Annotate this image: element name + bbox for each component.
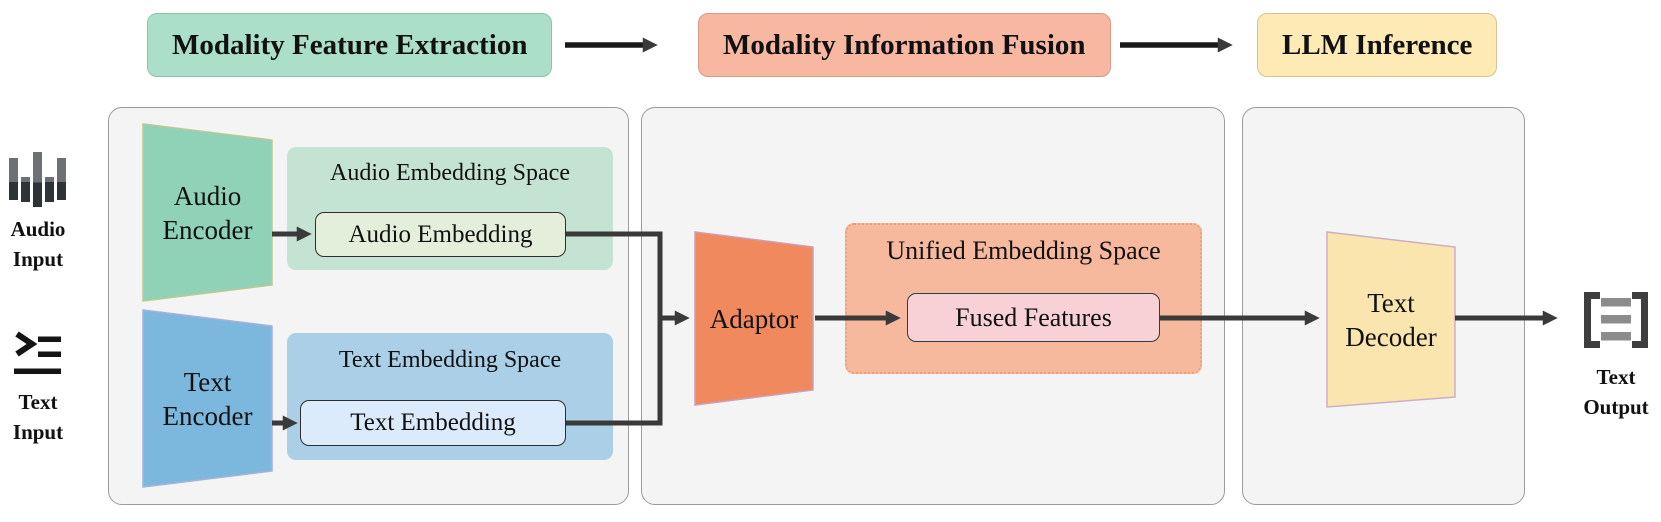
audio-encoder-label: Audio Encoder [143,124,272,301]
text-embedding-box: Text Embedding [300,400,566,446]
text-output-line2: Output [1583,395,1649,419]
adaptor-shape [694,231,814,406]
audio-embedding-box: Audio Embedding [315,212,566,257]
text-output-line1: Text [1596,365,1636,389]
text-encoder-label: Text Encoder [143,310,272,487]
text-decoder-label: Text Decoder [1327,232,1455,407]
audio-input-line2: Input [12,247,64,271]
audio-encoder-line2: Encoder [162,214,253,245]
text-list-icon [14,331,61,374]
adaptor-text: Adaptor [709,303,799,334]
adaptor-label: Adaptor [695,232,813,405]
audio-encoder-shape [142,123,273,302]
text-embedding-space-title: Text Embedding Space [338,347,562,373]
audio-encoder-line1: Audio [173,180,242,211]
audio-waveform-icon [3,150,72,208]
stage-header-feature-extraction: Modality Feature Extraction [147,13,553,77]
text-decoder-line2: Decoder [1345,321,1437,352]
waveform-bar [9,158,18,200]
merge-connector [566,231,663,426]
waveform-bar [45,177,54,202]
waveform-bar [57,158,66,200]
text-encoder-line2: Encoder [162,400,253,431]
text-decoder-line1: Text [1367,287,1415,318]
stage-header-information-fusion: Modality Information Fusion [698,13,1111,77]
audio-input-line1: Audio [10,217,66,241]
stage-header-llm-inference: LLM Inference [1257,13,1498,77]
waveform-bar [21,177,30,202]
text-decoder-shape [1326,231,1456,408]
text-input-label: Text Input [0,387,76,447]
text-encoder-line1: Text [183,366,232,397]
fused-features-box: Fused Features [907,293,1160,342]
text-encoder-shape [142,309,273,488]
text-output-label: Text Output [1572,362,1660,422]
audio-embedding-space-title: Audio Embedding Space [330,160,570,186]
unified-embedding-space-title: Unified Embedding Space [886,236,1161,265]
text-input-line1: Text [18,390,58,414]
text-input-line2: Input [12,420,64,444]
text-output-icon [1584,292,1648,348]
audio-input-label: Audio Input [0,214,76,274]
waveform-bar [33,152,42,207]
